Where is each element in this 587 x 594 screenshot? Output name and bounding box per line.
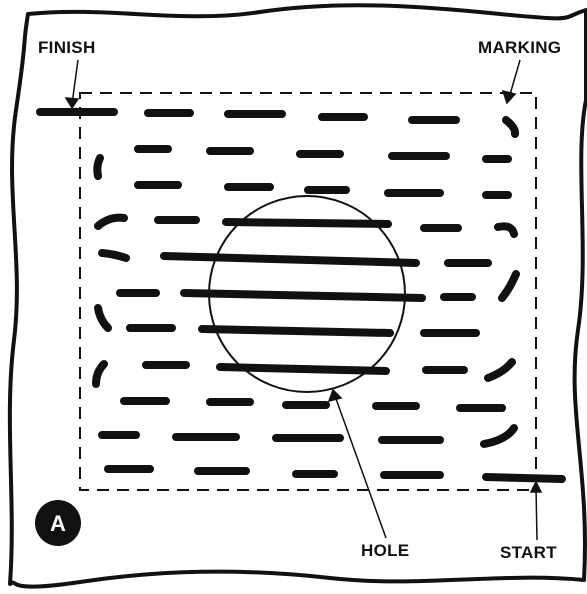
figure-badge: A xyxy=(35,500,81,546)
stitch xyxy=(202,329,390,333)
stitch xyxy=(102,253,126,258)
stitch xyxy=(184,293,422,298)
stitch xyxy=(486,477,562,479)
marking-label: MARKING xyxy=(478,38,561,57)
start-leader xyxy=(536,487,537,540)
badge-letter: A xyxy=(50,511,66,536)
stitch xyxy=(226,222,388,224)
stitch xyxy=(97,158,100,176)
finish-label: FINISH xyxy=(38,38,96,57)
stitch xyxy=(220,367,386,371)
start-label: START xyxy=(500,543,557,562)
hole-label: HOLE xyxy=(361,541,409,560)
